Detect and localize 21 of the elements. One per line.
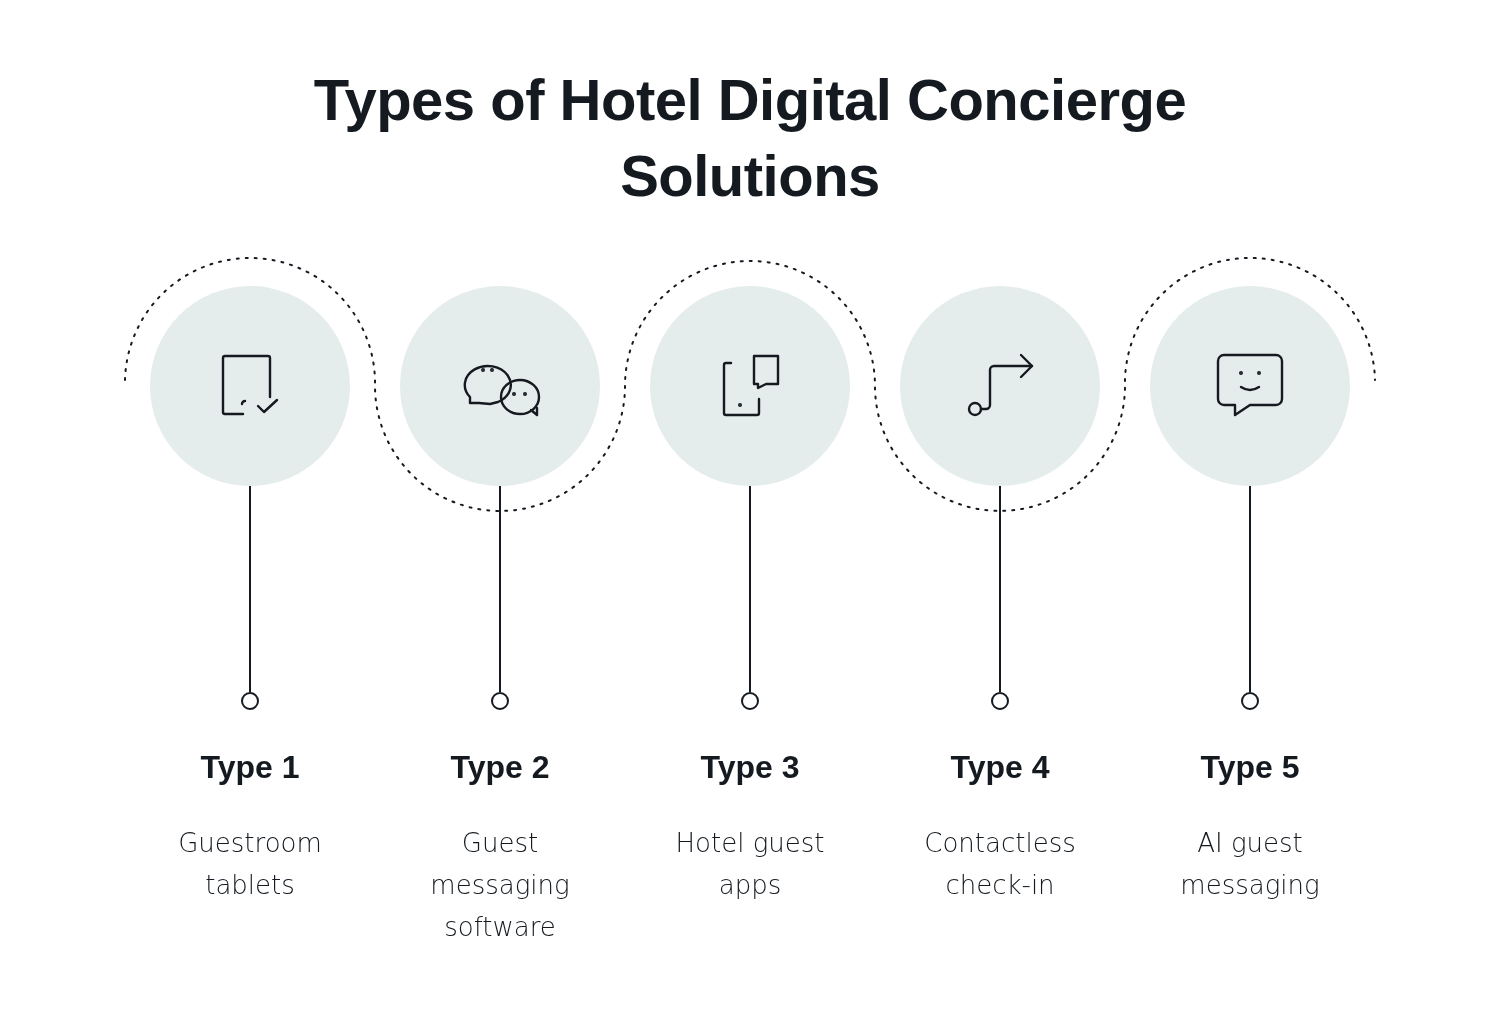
end-dot	[741, 692, 759, 710]
type-description: Hotel guest apps	[674, 827, 826, 902]
type-description: Guestroom tablets	[177, 827, 323, 902]
type-heading: Type 2	[449, 749, 551, 786]
type-heading: Type 1	[199, 749, 301, 786]
connector-line	[249, 485, 251, 693]
type-description: Contactless check-in	[923, 827, 1077, 902]
connector-line	[999, 485, 1001, 693]
end-dot	[491, 692, 509, 710]
connector-line	[499, 485, 501, 693]
connector-line	[749, 485, 751, 693]
title: Types of Hotel Digital Concierge Solutions	[312, 66, 1188, 210]
connector-line	[1249, 485, 1251, 693]
type-description: Guest messaging software	[429, 827, 571, 944]
type-heading: Type 3	[699, 749, 801, 786]
type-heading: Type 5	[1199, 749, 1301, 786]
end-dot	[1241, 692, 1259, 710]
end-dot	[991, 692, 1009, 710]
end-dot	[241, 692, 259, 710]
type-description: AI guest messaging	[1179, 827, 1321, 902]
type-heading: Type 4	[949, 749, 1051, 786]
